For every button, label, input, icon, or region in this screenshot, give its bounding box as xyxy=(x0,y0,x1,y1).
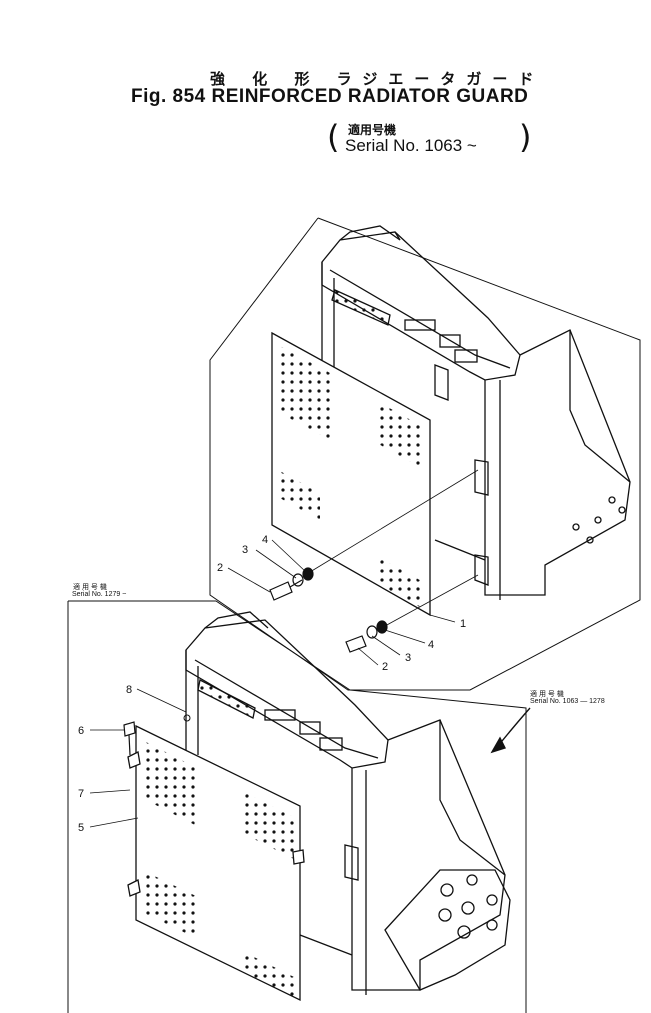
upper-assembly-outline xyxy=(209,217,641,691)
callout-3-right: 3 xyxy=(405,652,411,664)
callout-5: 5 xyxy=(78,822,84,834)
callout-6: 6 xyxy=(78,725,84,737)
callout-2-right: 2 xyxy=(382,661,388,673)
callout-3-left: 3 xyxy=(242,544,248,556)
upper-radiator-housing xyxy=(321,225,631,600)
close-paren: ) xyxy=(519,118,532,156)
pin-part xyxy=(123,721,136,756)
upper-bolt-left xyxy=(269,567,314,601)
callout-1: 1 xyxy=(460,618,466,630)
lower-serial-label-jp: 適 用 号 機 xyxy=(73,584,107,591)
crossref-serial-label-jp: 適 用 号 機 xyxy=(530,691,564,698)
serial-range-top: Serial No. 1063 ~ xyxy=(345,136,477,155)
lower-callouts xyxy=(89,688,187,828)
upper-callouts xyxy=(227,539,456,666)
callout-8: 8 xyxy=(126,684,132,696)
callout-4-right: 4 xyxy=(428,639,434,651)
callout-2-left: 2 xyxy=(217,562,223,574)
crossref-arrow xyxy=(490,707,531,754)
japanese-title: 強 化 形 ラジエータガード xyxy=(210,70,545,88)
upper-guard-panel xyxy=(271,331,431,617)
bolt-part xyxy=(183,714,191,722)
serial-label-jp: 適用号機 xyxy=(348,123,397,137)
crossref-serial-range: Serial No. 1063 — 1278 xyxy=(530,698,605,705)
lower-radiator-housing xyxy=(185,611,511,995)
callout-4-left: 4 xyxy=(262,534,268,546)
figure-title: Fig. 854 REINFORCED RADIATOR GUARD xyxy=(131,86,529,107)
lower-guard-panel xyxy=(127,724,305,1002)
open-paren: ( xyxy=(327,118,340,156)
lower-serial-range: Serial No. 1279 ~ xyxy=(72,591,127,598)
lower-assembly-outline xyxy=(67,600,527,1013)
upper-bolt-right xyxy=(345,620,388,653)
callout-7: 7 xyxy=(78,788,84,800)
